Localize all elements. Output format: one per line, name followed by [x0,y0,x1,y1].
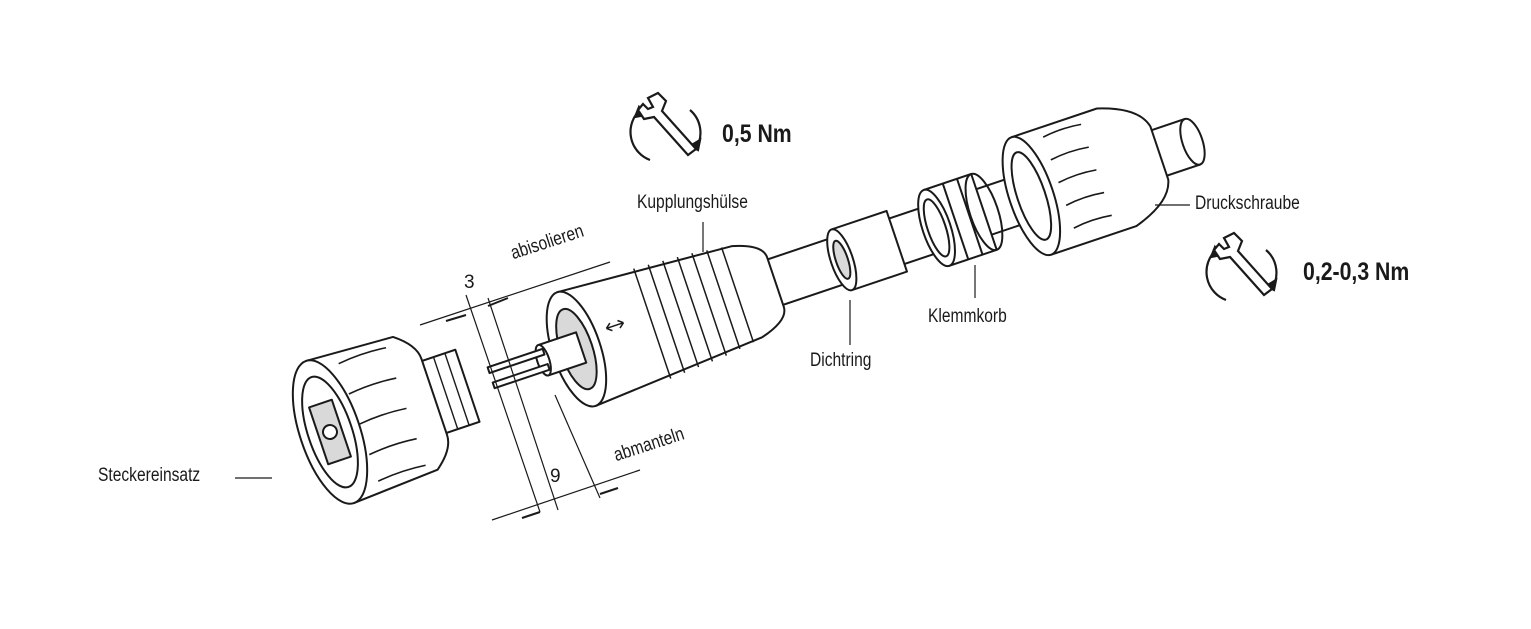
label-plug-insert: Steckereinsatz [98,465,201,486]
value-strip: 3 [464,272,475,293]
label-coupling-sleeve: Kupplungshülse [637,192,748,213]
extension-line [465,294,541,513]
wrench-torque-icon [1205,231,1278,302]
torque-coupling: 0,5 Nm [722,120,792,148]
clamp-basket-part [917,172,1004,268]
coupling-sleeve-part [545,244,786,408]
value-sheath: 9 [550,466,561,487]
label-clamp-basket: Klemmkorb [928,306,1007,327]
label-pressure-screw: Druckschraube [1195,193,1300,214]
double-arrow-icon [605,319,625,332]
sealing-ring-part [826,209,908,292]
prepared-cable-end [486,331,588,390]
plug-insert-part [291,335,481,505]
torque-pressure-screw: 0,2-0,3 Nm [1303,258,1410,286]
wrench-torque-icon [629,91,702,162]
pressure-screw-part [1001,107,1170,257]
label-sealing-ring: Dichtring [810,350,872,371]
